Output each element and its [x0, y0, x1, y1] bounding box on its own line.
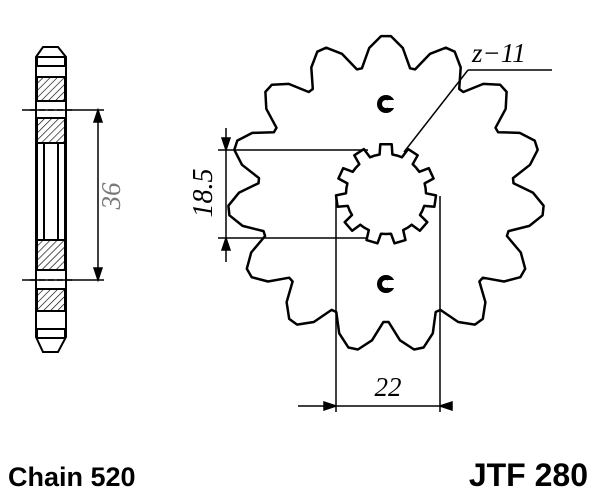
lower-bolt-hole	[377, 275, 396, 293]
top-tooth-section	[36, 56, 66, 67]
spline-width-label: 22	[375, 372, 402, 402]
teeth-count-leader	[403, 69, 552, 153]
part-number-label: JTF 280	[469, 457, 588, 493]
hub-bore-section	[36, 142, 66, 241]
chain-size-label: Chain 520	[8, 462, 136, 492]
hub-spacing-label: 36	[96, 182, 126, 211]
upper-bolt-hole	[377, 95, 396, 113]
lower-hatch-section	[36, 239, 66, 271]
upper-hatch-section	[36, 76, 66, 102]
teeth-count-label: z−11	[471, 38, 526, 68]
spline-height-label: 18.5	[188, 169, 219, 218]
dimension-18-5	[218, 128, 368, 262]
side-view	[30, 46, 72, 353]
dimension-22	[298, 196, 453, 412]
dimension-36	[22, 107, 104, 283]
spline-bore	[334, 143, 438, 245]
